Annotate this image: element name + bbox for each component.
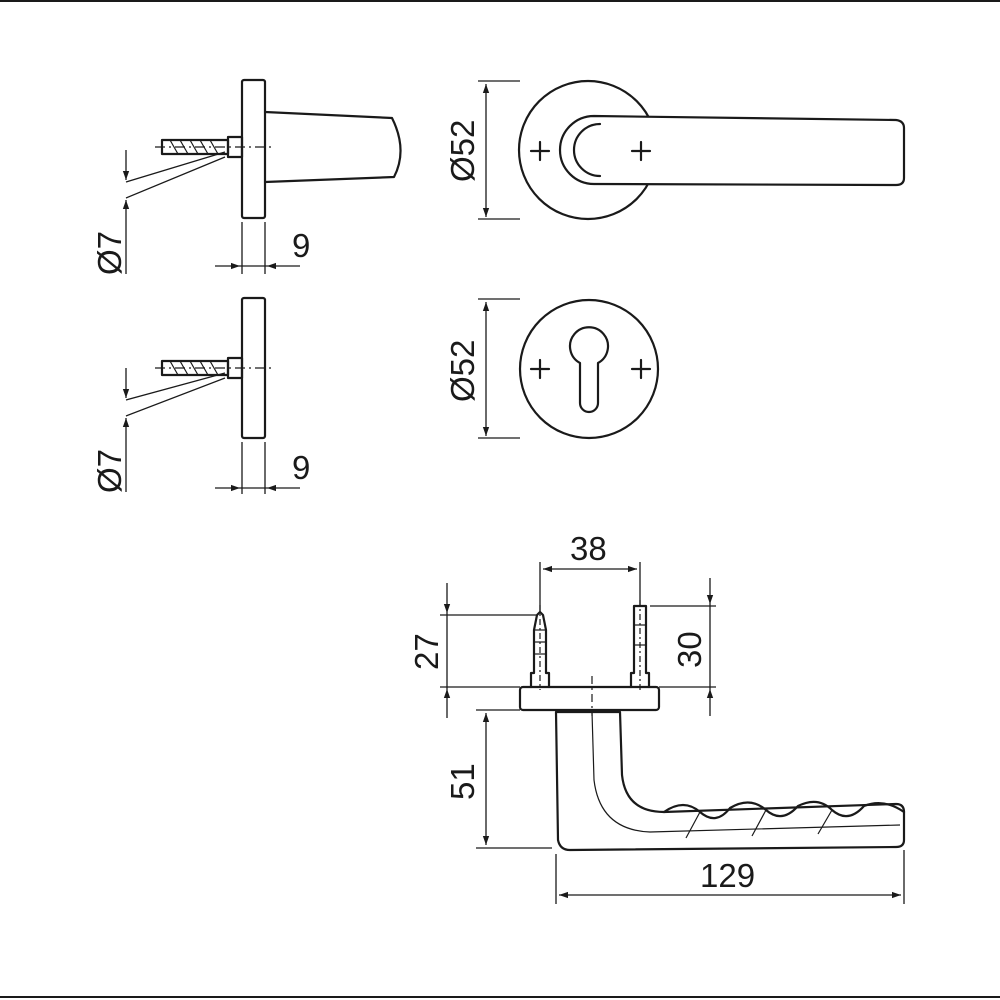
rose-plate <box>240 78 267 220</box>
spindle-spacing-label: 38 <box>570 530 607 567</box>
fixing-screw-bottom <box>155 356 272 380</box>
rose-front-view: Ø52 <box>444 79 906 221</box>
keyhole-cylinder-cutout <box>568 326 610 414</box>
lever-top-view: 38 27 30 51 129 <box>408 530 906 904</box>
right-threaded-pin <box>629 600 651 690</box>
rose-thread-diameter-label: Ø7 <box>91 231 128 275</box>
escutcheon-side-view: Ø7 9 <box>91 296 310 494</box>
lever-collar <box>572 122 602 178</box>
left-threaded-pin <box>529 605 551 690</box>
lever-inner-contour <box>591 711 901 833</box>
lever-grip-waves <box>662 800 906 820</box>
right-screw-length-label: 30 <box>671 631 708 668</box>
handle-length-label: 129 <box>700 857 755 894</box>
top-rose-plate <box>518 685 661 712</box>
escutcheon-diameter-label: Ø52 <box>444 340 481 402</box>
escutcheon-disc <box>518 298 660 440</box>
lever-neck <box>263 110 402 184</box>
escutcheon-screw-marks <box>529 358 652 380</box>
rose-thickness-label: 9 <box>292 227 310 264</box>
escutcheon-thickness-label: 9 <box>292 449 310 486</box>
escutcheon-front-view: Ø52 <box>444 298 660 440</box>
rose-screw-marks <box>529 140 652 162</box>
handle-offset-label: 51 <box>444 763 481 800</box>
rose-side-view: Ø7 9 <box>91 78 402 275</box>
fixing-screw-top <box>155 135 272 159</box>
escutcheon-thread-diameter-label: Ø7 <box>91 449 128 493</box>
rose-diameter-label: Ø52 <box>444 120 481 182</box>
left-screw-length-label: 27 <box>408 633 445 670</box>
lever-front <box>558 114 906 187</box>
